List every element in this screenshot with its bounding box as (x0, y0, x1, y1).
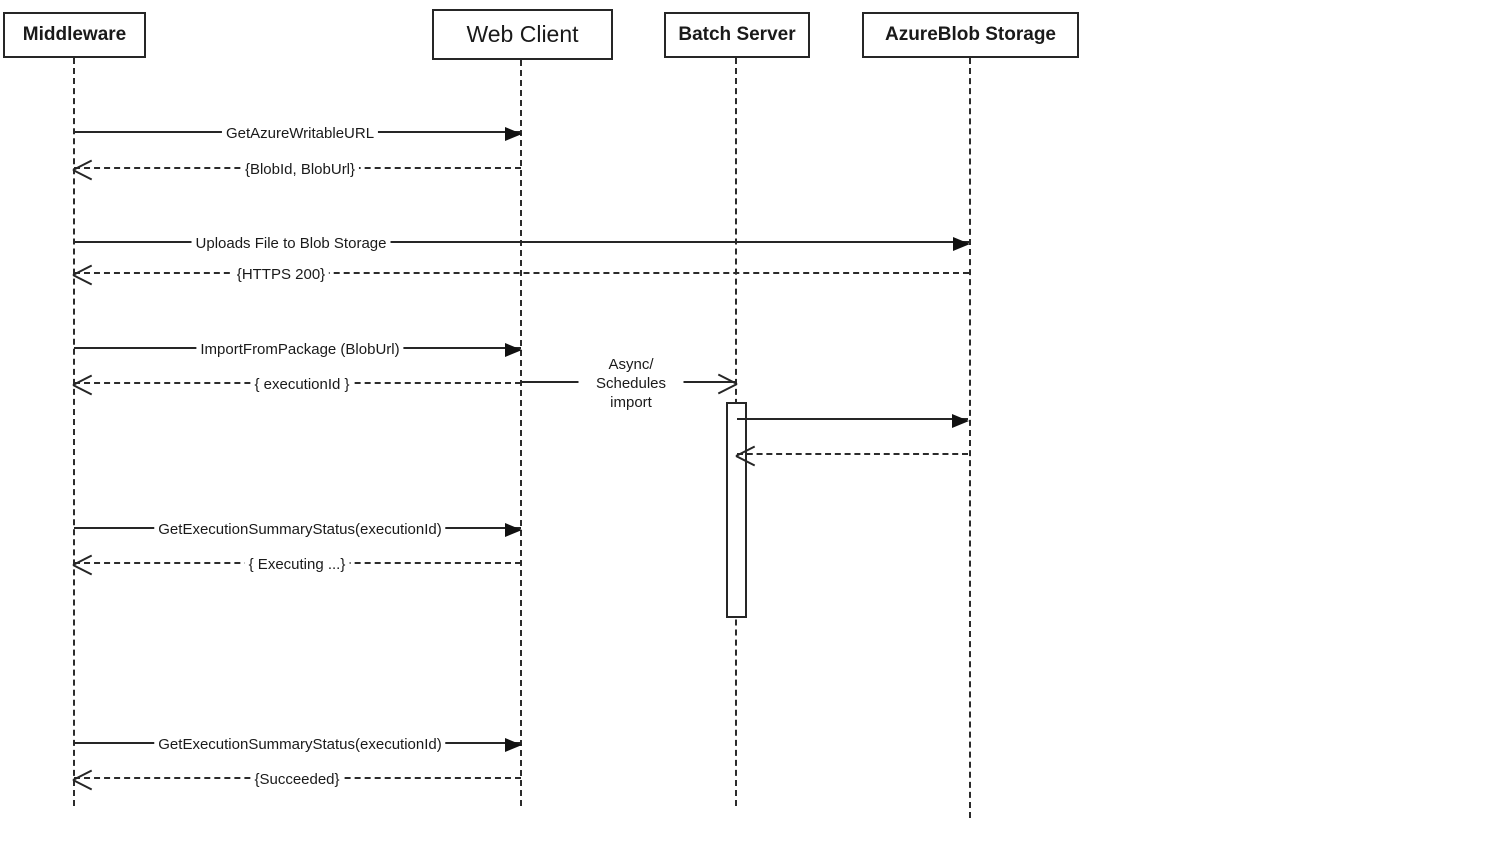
filled-arrowhead-icon (952, 414, 969, 428)
message-https-200-return: {HTTPS 200} (74, 265, 969, 285)
message-get-execution-summary-status-1: GetExecutionSummaryStatus(executionId) (74, 520, 522, 540)
message-blob-to-batch-return (737, 453, 968, 455)
lifeline-azureblob-storage (969, 58, 971, 818)
message-label: { Executing ...} (244, 555, 350, 575)
actor-azureblob-storage-label: AzureBlob Storage (884, 24, 1057, 45)
message-label: {HTTPS 200} (232, 265, 330, 285)
message-async-schedules-import: Async/ Schedules import (522, 354, 736, 414)
message-label: { executionId } (250, 375, 354, 395)
lifeline-web-client (520, 60, 522, 806)
actor-web-client-label: Web Client (466, 21, 579, 47)
message-label: Async/ Schedules import (578, 354, 684, 414)
lifeline-middleware (73, 58, 75, 806)
message-label: {BlobId, BlobUrl} (240, 160, 360, 180)
actor-web-client: Web Client (432, 9, 613, 60)
filled-arrowhead-icon (505, 523, 522, 537)
message-label: GetExecutionSummaryStatus(executionId) (154, 735, 446, 755)
actor-middleware-label: Middleware (22, 24, 127, 45)
filled-arrowhead-icon (505, 127, 522, 141)
message-label: GetExecutionSummaryStatus(executionId) (154, 520, 446, 540)
message-label: Uploads File to Blob Storage (191, 234, 391, 254)
message-label: {Succeeded} (250, 770, 344, 790)
message-label: GetAzureWritableURL (221, 124, 379, 144)
message-get-azure-writable-url: GetAzureWritableURL (74, 124, 522, 144)
message-execution-id-return: { executionId } (74, 375, 521, 395)
message-succeeded-return: {Succeeded} (74, 770, 521, 790)
message-executing-return: { Executing ...} (74, 555, 521, 575)
message-blobid-bloburl-return: {BlobId, BlobUrl} (74, 160, 521, 180)
message-label: ImportFromPackage (BlobUrl) (196, 340, 404, 360)
filled-arrowhead-icon (953, 237, 970, 251)
message-get-execution-summary-status-2: GetExecutionSummaryStatus(executionId) (74, 735, 522, 755)
filled-arrowhead-icon (505, 343, 522, 357)
activation-bar-batch-server (726, 402, 747, 618)
filled-arrowhead-icon (505, 738, 522, 752)
message-batch-to-blob (737, 414, 969, 428)
actor-batch-server-label: Batch Server (678, 24, 796, 45)
actor-azureblob-storage: AzureBlob Storage (862, 12, 1079, 58)
actor-middleware: Middleware (3, 12, 146, 58)
message-import-from-package: ImportFromPackage (BlobUrl) (74, 340, 522, 360)
actor-batch-server: Batch Server (664, 12, 810, 58)
message-uploads-file-to-blob-storage: Uploads File to Blob Storage (74, 234, 970, 254)
